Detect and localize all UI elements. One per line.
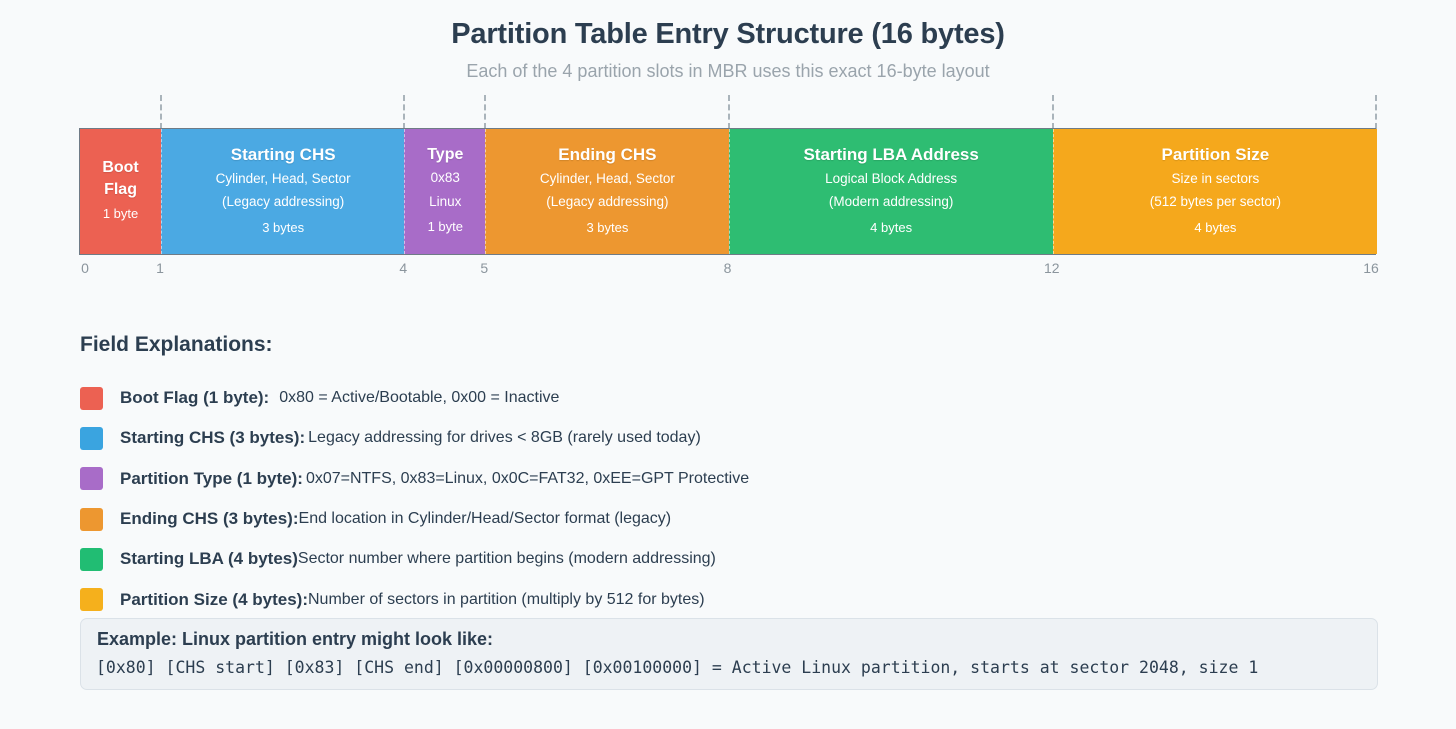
legend-color-swatch: [80, 588, 103, 612]
segment-description: Cylinder, Head, Sector: [539, 170, 675, 186]
byte-segment: Starting CHS Cylinder, Head, Sector (Legac…: [161, 129, 405, 254]
segment-description: 0x83: [430, 169, 460, 185]
tick-marks: [79, 95, 1377, 129]
legend-color-swatch: [80, 426, 103, 450]
tick-mark: [727, 95, 730, 129]
legend-description: End location in Cylinder/Head/Sector for…: [298, 510, 672, 528]
legend-row: Partition Type (1 byte):0x07=NTFS, 0x83=…: [80, 459, 1380, 499]
ruler-label: 16: [1363, 260, 1379, 276]
ruler-label: 12: [1043, 260, 1060, 276]
legend-description: Number of sectors in partition (multiply…: [307, 590, 705, 608]
page-subtitle: Each of the 4 partition slots in MBR use…: [466, 61, 990, 81]
legend-description: Legacy addressing for drives < 8GB (rare…: [308, 429, 701, 447]
legend-row: Boot Flag (1 byte): 0x80 = Active/Bootabl…: [80, 378, 1380, 418]
legend-description: 0x07=NTFS, 0x83=Linux, 0x0C=FAT32, 0xEE=…: [305, 469, 750, 487]
legend-label: Starting LBA (4 bytes): [120, 549, 298, 569]
segment-description: (512 bytes per sector): [1149, 194, 1282, 210]
ruler-label: 1: [156, 260, 164, 276]
legend-row: Ending CHS (3 bytes):End location in Cyl…: [80, 499, 1380, 539]
segment-name: Starting CHS: [230, 144, 336, 164]
ruler-label: 8: [723, 260, 732, 276]
legend-color-swatch: [80, 386, 103, 410]
tick-mark: [403, 95, 406, 129]
segment-name: Starting LBA Address: [803, 144, 979, 164]
example-code: [0x80] [CHS start] [0x83] [CHS end] [0x0…: [96, 658, 1259, 677]
segment-description: (Modern addressing): [828, 194, 954, 210]
segment-size: 1 byte: [427, 219, 463, 235]
segment-size: 1 byte: [102, 206, 139, 222]
legend-color-swatch: [80, 547, 103, 571]
segment-description: (Legacy addressing): [221, 194, 345, 210]
field-explanations-heading: Field Explanations:: [80, 333, 273, 356]
legend-label: Partition Size (4 bytes):: [120, 589, 308, 609]
legend-color-swatch: [80, 507, 103, 531]
segment-size: 4 bytes: [1194, 219, 1237, 235]
tick-mark: [484, 95, 487, 129]
legend-label: Partition Type (1 byte):: [120, 468, 303, 488]
segment-description: Size in sectors: [1171, 170, 1260, 186]
legend-label: Ending CHS (3 bytes):: [120, 509, 299, 529]
segment-size: 3 bytes: [586, 219, 629, 235]
ruler-label: 0: [81, 260, 89, 276]
segment-description: Logical Block Address: [825, 170, 958, 186]
tick-mark: [1375, 95, 1377, 129]
segment-name: Type: [427, 146, 464, 164]
segment-size: 3 bytes: [262, 219, 305, 235]
legend-row: Partition Size (4 bytes):Number of secto…: [80, 579, 1380, 619]
ruler-label: 4: [399, 260, 408, 276]
legend-row: Starting LBA (4 bytes)Sector number wher…: [80, 539, 1380, 579]
legend-description: Sector number where partition begins (mo…: [297, 550, 716, 568]
legend-label: Starting CHS (3 bytes):: [120, 428, 306, 448]
legend-description: 0x80 = Active/Bootable, 0x00 = Inactive: [279, 389, 560, 407]
segment-description: Cylinder, Head, Sector: [215, 170, 351, 186]
legend-row: Starting CHS (3 bytes):Legacy addressing…: [80, 418, 1380, 458]
segment-description: Linux: [429, 193, 462, 209]
page-title: Partition Table Entry Structure (16 byte…: [451, 18, 1005, 50]
segment-name: Partition Size: [1161, 144, 1270, 164]
tick-mark: [160, 95, 163, 129]
segment-description: (Legacy addressing): [546, 194, 669, 210]
segment-size: 4 bytes: [870, 219, 913, 235]
legend-label: Boot Flag (1 byte):: [120, 388, 270, 408]
legend-color-swatch: [80, 467, 103, 491]
segment-name: Ending CHS: [558, 144, 657, 164]
example-title: Example: Linux partition entry might loo…: [97, 629, 494, 649]
byte-segment: Ending CHS Cylinder, Head, Sector (Legacy …: [485, 129, 729, 254]
byte-offset-ruler: 0 1 4 5 8 12 16: [79, 260, 1379, 284]
field-explanations-list: Boot Flag (1 byte): 0x80 = Active/Bootabl…: [80, 378, 1380, 620]
tick-mark: [1051, 95, 1054, 129]
example-box: Example: Linux partition entry might loo…: [80, 618, 1378, 690]
ruler-label: 5: [480, 260, 489, 276]
